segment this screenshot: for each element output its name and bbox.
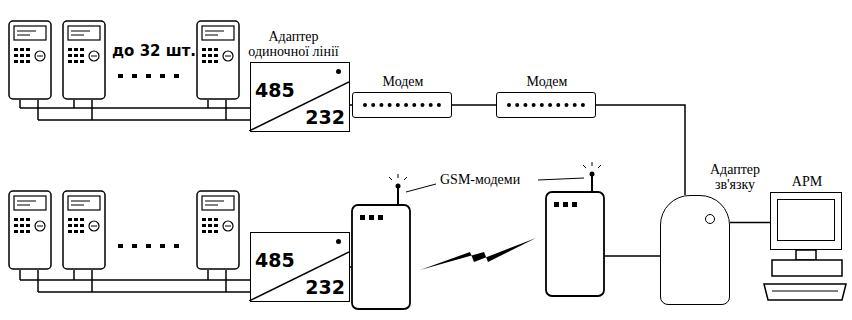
port-label: 232 [305,276,345,298]
connector [730,222,770,223]
annotation-label: до 32 шт. [112,42,196,60]
meter-icon [197,191,239,269]
indicator-row [507,103,585,107]
modem-box: Модем [496,92,596,118]
meter-icon [63,21,105,99]
indicator-dot [336,239,341,244]
indicator-dot [336,69,341,74]
gsm-modem [546,162,604,296]
ellipsis-dots [118,244,179,248]
radio-link-bolt [420,238,536,270]
computer-base [764,250,846,300]
wire [604,255,660,257]
device-label: Модем [497,74,597,89]
meter-icon [197,21,239,99]
port-label: 485 [255,79,295,101]
device-label: АРМ [771,174,843,189]
gsm-modem [352,174,410,309]
leader-line [406,184,436,192]
device-label: Модем [353,74,453,89]
port-label: 232 [305,106,345,128]
meter-icon [9,191,51,269]
connector-line [730,222,770,224]
adapter-box: 485 232 [250,232,350,302]
monitor-screen [777,199,835,241]
connector-line [596,105,685,195]
connector [596,105,685,195]
device-label: Адаптер зв'язку [699,162,771,192]
port-label: 485 [255,249,295,271]
indicator-row [363,103,441,107]
device-label: Адаптер одиночної лінії [244,29,344,59]
adapter-box: Адаптер одиночної лінії485232 [250,62,350,132]
link-box: Адаптер зв'язку [660,195,730,305]
connector-line [452,104,496,106]
pc-box: АРМ [770,192,842,250]
connector [452,105,496,106]
ellipsis-dots [118,74,179,78]
meter-icon [9,21,51,99]
bus-wires [20,100,250,120]
leader-line [538,178,584,180]
meter-icon [63,191,105,269]
modem-box: Модем [352,92,452,118]
indicator-dot [705,214,715,224]
annotation-label: GSM-модеми [440,172,520,188]
bus-wires [20,270,250,292]
